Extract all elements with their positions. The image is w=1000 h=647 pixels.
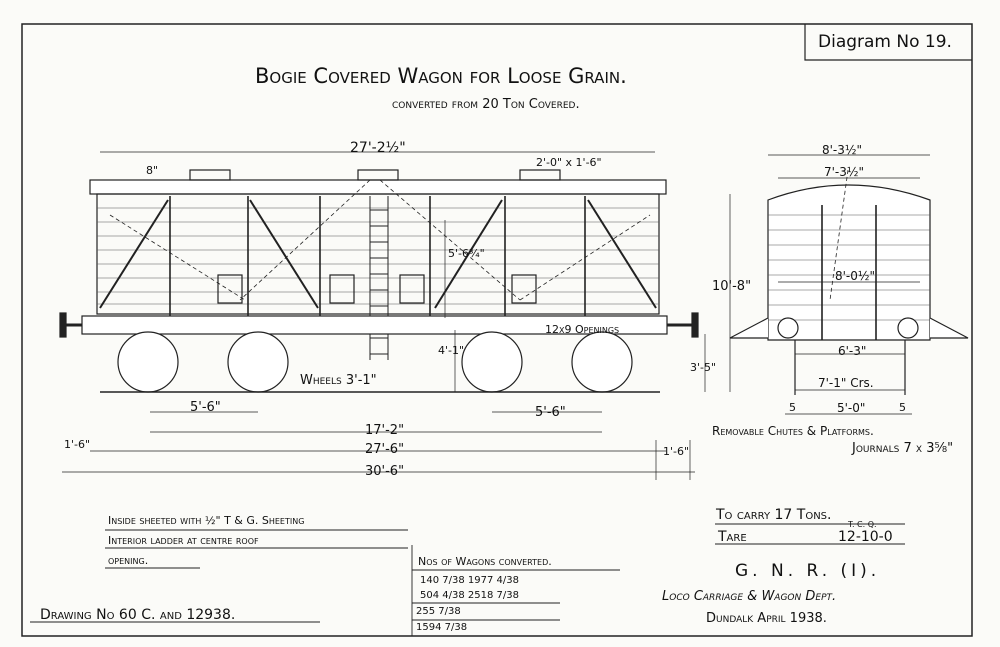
- dim-wheels: Wheels 3'-1": [300, 373, 377, 388]
- end-elevation: [729, 169, 969, 395]
- dim-end-crs: 7'-1" Crs.: [818, 376, 874, 390]
- dim-end-inside-width: 8'-0½": [835, 269, 876, 283]
- dim-floor-to-rail: 3'-5": [690, 361, 717, 374]
- note-chutes: Removable Chutes & Platforms.: [712, 424, 874, 438]
- note-sheeting: Inside sheeted with ½" T & G. Sheeting: [108, 514, 305, 527]
- drawing-number: Drawing No 60 C. and 12938.: [40, 607, 236, 623]
- dim-end-journal-left: 5: [789, 401, 796, 414]
- conversion-row: 504 4/38 2518 7/38: [420, 590, 519, 601]
- diagram-subtitle: converted from 20 Ton Covered.: [392, 97, 580, 112]
- capacity-tare-value: 12-10-0: [838, 529, 893, 545]
- capacity-carry: To carry 17 Tons.: [716, 507, 832, 523]
- conversion-row: 255 7/38: [416, 606, 461, 617]
- note-journals: Journals 7 x 3⅝": [852, 441, 954, 456]
- dim-openings: 12x9 Openings: [545, 323, 620, 336]
- diagram-no-box: [804, 24, 972, 61]
- dim-body-length: 27'-2½": [350, 140, 406, 156]
- side-dimension-lines: [62, 151, 731, 480]
- diagram-number: Diagram No 19.: [818, 32, 952, 52]
- note-ladder-2: opening.: [108, 554, 149, 567]
- conversion-table: [411, 545, 620, 636]
- dim-end-track: 5'-0": [837, 401, 866, 415]
- railway-name: G. N. R. (I).: [735, 561, 881, 581]
- capacity-tare-label: Tare: [718, 529, 747, 545]
- note-ladder: Interior ladder at centre roof: [108, 534, 259, 547]
- dim-hatch-size: 2'-0" x 1'-6": [536, 156, 602, 169]
- dim-floor-height: 4'-1": [438, 344, 465, 357]
- conversion-row: 140 7/38 1977 4/38: [420, 575, 519, 586]
- department: Loco Carriage & Wagon Dept.: [662, 589, 837, 604]
- end-dimension-lines: [768, 154, 930, 415]
- dim-overall-length: 30'-6": [365, 464, 405, 479]
- dim-buffer-left: 1'-6": [64, 438, 91, 451]
- dim-underframe-length: 27'-6": [365, 442, 405, 457]
- dim-body-height: 10'-8": [712, 279, 752, 294]
- diagram-title: Bogie Covered Wagon for Loose Grain.: [255, 64, 627, 88]
- conversion-header: Nos of Wagons converted.: [418, 555, 552, 568]
- capacity-tcq: T. C. Q.: [848, 520, 877, 529]
- side-elevation: [59, 169, 699, 393]
- dim-bogie-wb-right: 5'-6": [535, 405, 566, 420]
- dim-ladder-height: 5'-6¾": [448, 247, 485, 260]
- dim-bogie-centres: 17'-2": [365, 423, 405, 438]
- dim-end-height: 8": [146, 164, 159, 177]
- dim-end-journal-right: 5: [899, 401, 906, 414]
- sheet-border: [21, 23, 973, 637]
- dim-end-frame-width: 6'-3": [838, 344, 867, 358]
- dim-bogie-wb-left: 5'-6": [190, 400, 221, 415]
- dim-end-overall-width: 8'-3½": [822, 143, 863, 157]
- conversion-row: 1594 7/38: [416, 622, 468, 633]
- dim-end-roof-width: 7'-3½": [824, 165, 865, 179]
- dim-buffer-right: 1'-6": [663, 445, 690, 458]
- place-date: Dundalk April 1938.: [706, 611, 827, 626]
